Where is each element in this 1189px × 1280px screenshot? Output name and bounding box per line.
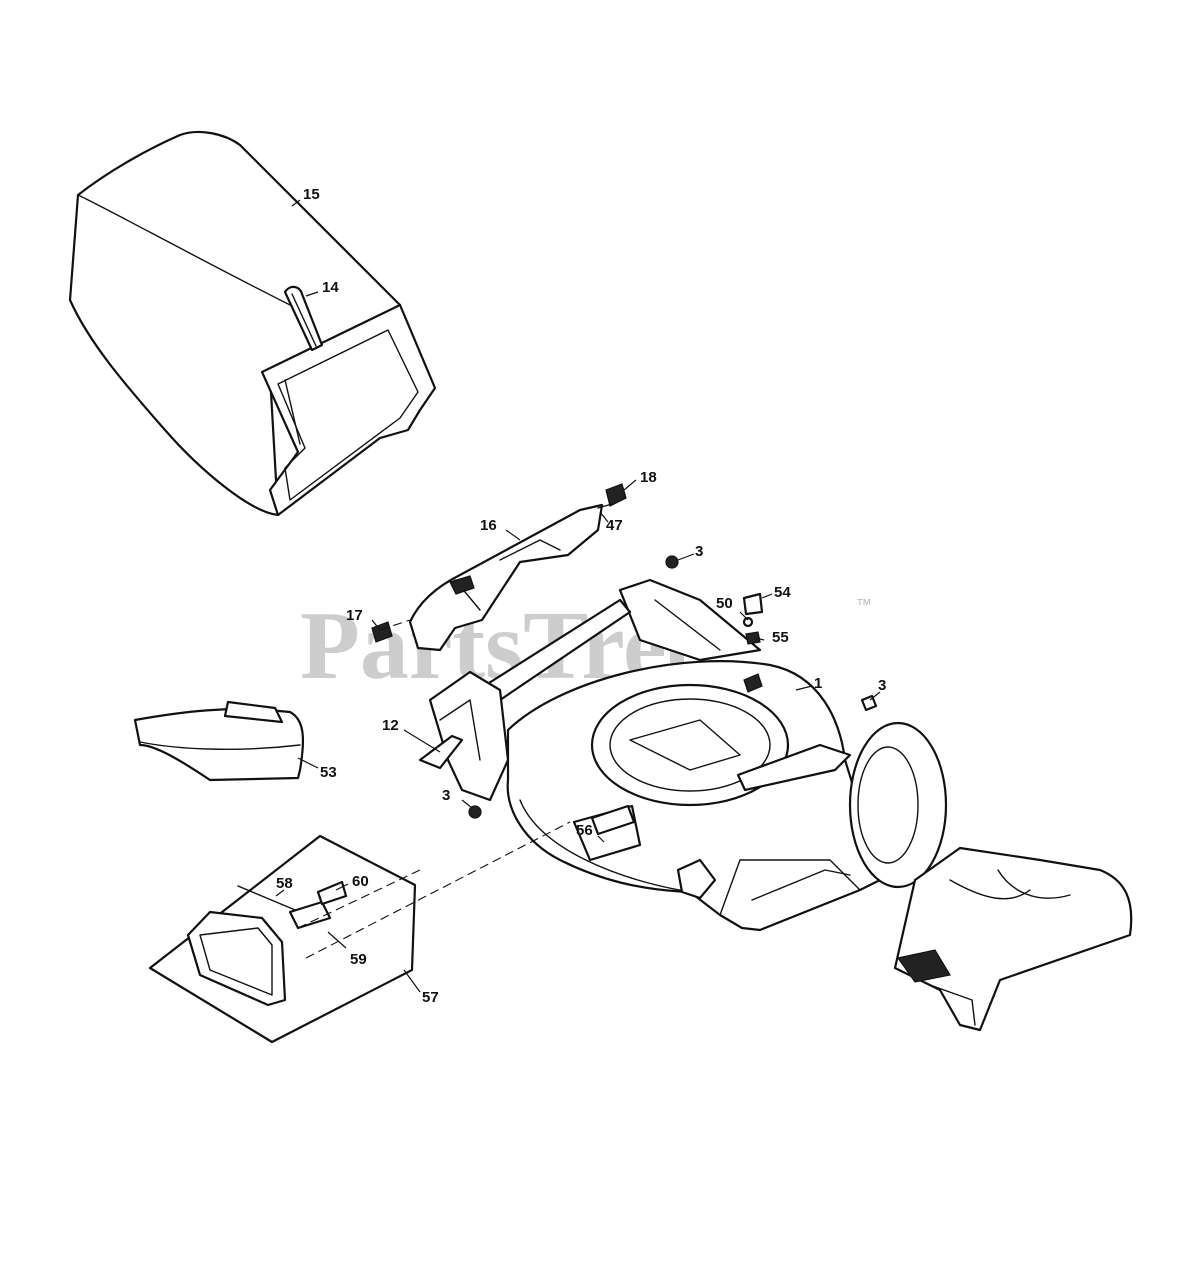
- fastener-bolt-left: [468, 805, 482, 819]
- callout-57: 57: [422, 989, 439, 1006]
- callout-47: 47: [606, 517, 623, 534]
- rear-door: [408, 503, 604, 652]
- mulch-plug: [133, 700, 305, 782]
- callout-3-top: 3: [695, 543, 703, 560]
- callout-18: 18: [640, 469, 657, 486]
- callout-15: 15: [303, 186, 320, 203]
- callout-55: 55: [772, 629, 789, 646]
- callout-50: 50: [716, 595, 733, 612]
- callout-3-right: 3: [878, 677, 886, 694]
- rear-cover: [893, 846, 1133, 1032]
- fastener-hex-nut-top: [665, 555, 679, 569]
- callout-58: 58: [276, 875, 293, 892]
- hinge-rod: [597, 503, 613, 509]
- callout-12: 12: [382, 717, 399, 734]
- washer: [742, 616, 754, 628]
- callout-53: 53: [320, 764, 337, 781]
- callouts: 15 14 18 47 16 3 54 50 55 17 1 3 12 53 3…: [276, 186, 886, 1006]
- height-knob: [742, 592, 764, 616]
- rear-shield: [418, 734, 464, 770]
- callout-1: 1: [814, 675, 822, 692]
- grass-bag: [68, 130, 437, 517]
- callout-59: 59: [350, 951, 367, 968]
- leader-lines: [275, 199, 881, 993]
- callout-54: 54: [774, 584, 791, 601]
- callout-16: 16: [480, 517, 497, 534]
- callout-14: 14: [322, 279, 339, 296]
- side-discharge-kit: [148, 834, 417, 1044]
- height-spring: [745, 631, 761, 645]
- fastener-bolt-right: [860, 694, 878, 712]
- callout-17: 17: [346, 607, 363, 624]
- callout-3-left: 3: [442, 787, 450, 804]
- hinge-spring-right: [605, 483, 627, 507]
- callout-56: 56: [576, 822, 593, 839]
- mower-deck: [428, 578, 948, 932]
- assembly-lines: [297, 619, 571, 959]
- bag-handle: [283, 285, 324, 352]
- callout-60: 60: [352, 873, 369, 890]
- watermark-trademark: ™: [856, 597, 872, 614]
